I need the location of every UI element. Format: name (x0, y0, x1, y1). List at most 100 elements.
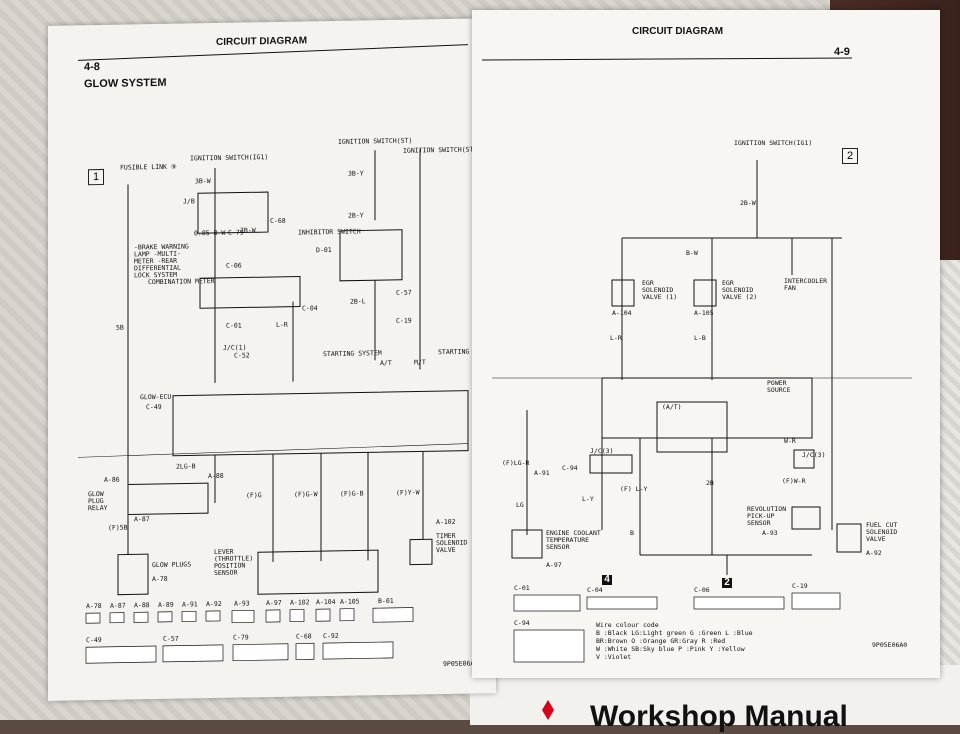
wire-5b: 5B (116, 323, 124, 332)
r-wire-lb: L-B (694, 334, 706, 342)
wire-fg: (F)G (246, 491, 262, 500)
fusible-link-label: FUSIBLE LINK ⑨ (120, 162, 177, 172)
wire-colour-code-row: B :Black LG:Light green G :Green L :Blue (596, 629, 753, 637)
wire-3by: 3B-Y (348, 169, 364, 178)
jb-label: J/B (183, 197, 195, 206)
connector-a87: A-87 (134, 515, 150, 524)
right-page-header: CIRCUIT DIAGRAM (632, 26, 724, 37)
connector-c04: C-04 (302, 304, 318, 313)
wire-lr: L-R (276, 320, 288, 329)
conn-id-a91: A-91 (182, 600, 198, 609)
r-wire-b: B (630, 529, 634, 537)
combination-meter-label: COMBINATION METER (148, 277, 215, 287)
ground-point-4: 4 (602, 575, 612, 585)
wire-colour-code-row: W :White SB:Sky blue P :Pink Y :Yellow (596, 645, 745, 653)
egr-valve-2-label: EGR SOLENOID VALVE (2) (722, 279, 758, 301)
conn-id-c79: C-79 (233, 633, 249, 642)
connector-c01: C-01 (226, 321, 242, 330)
conn-id-a104: A-104 (316, 597, 336, 607)
egr-valve-1-label: EGR SOLENOID VALVE (1) (642, 279, 678, 301)
wire-colour-code-title: Wire colour code (596, 621, 659, 629)
intercooler-fan-label: INTERCOOLER FAN (784, 277, 828, 292)
connector-c06: C-06 (226, 261, 242, 270)
r-connector-a92: A-92 (866, 549, 882, 557)
glow-plug-relay-label: GLOW PLUG RELAY (88, 489, 108, 513)
r-conn-id-c01: C-01 (514, 584, 530, 592)
conn-id-a78: A-78 (86, 601, 102, 611)
wire-fgb: (F)G-B (340, 489, 364, 498)
r-conn-id-c04: C-04 (587, 586, 603, 594)
r-connector-a91: A-91 (534, 469, 550, 477)
r-ign-sw-ig1-label: IGNITION SWITCH(IG1) (734, 139, 813, 147)
mt-label: M/T (414, 358, 426, 367)
wire-colour-code-row: BR:Brown O :Orange GR:Gray R :Red (596, 637, 726, 645)
conn-id-a102: A-102 (290, 598, 310, 607)
r-conn-id-c19: C-19 (792, 582, 808, 590)
connector-c19: C-19 (396, 316, 412, 325)
r-wire-flgr: (F)LG-R (502, 459, 530, 467)
right-page-number: 4-9 (834, 46, 850, 58)
glow-plugs-label: GLOW PLUGS (152, 560, 192, 570)
jc3-label-1: J/C(3) (590, 447, 614, 455)
inhibitor-switch-label: INHIBITOR SWITCH (298, 227, 361, 237)
right-page: CIRCUIT DIAGRAM 4-9 2 (472, 10, 940, 678)
wire-2by: 2B-Y (348, 211, 364, 220)
wire-fb5: (F)5B (108, 523, 128, 532)
power-source-label: POWER SOURCE (767, 379, 791, 394)
at-box-label: (A/T) (662, 403, 682, 411)
ign-sw-st-label-2: IGNITION SWITCH(ST) (403, 145, 478, 155)
left-page: CIRCUIT DIAGRAM 4-8 GLOW SYSTEM 1 (48, 18, 497, 701)
glow-system-wiring (77, 44, 469, 664)
r-connector-c94: C-94 (562, 464, 578, 472)
lever-sensor-label: LEVER (THROTTLE) POSITION SENSOR (214, 547, 254, 578)
r-wire-lr: L-R (610, 334, 622, 342)
connector-d01: D-01 (316, 245, 332, 255)
connector-c49: C-49 (146, 402, 162, 412)
connector-c68: C-68 (270, 216, 286, 226)
ect-sensor-label: ENGINE COOLANT TEMPERATURE SENSOR (546, 529, 601, 551)
wire-3bw: 3B-W (195, 177, 211, 186)
wire-085bw: 0.85 B-W (194, 228, 226, 238)
starting-system-label-1: STARTING SYSTEM (323, 349, 382, 359)
r-wire-lg: LG (516, 501, 524, 509)
r-connector-a105: A-105 (694, 309, 714, 317)
wire-colour-code-row: V :Violet (596, 653, 632, 661)
glow-ecu-label: GLOW-ECU (140, 392, 172, 402)
connector-c79: C-79 (228, 228, 244, 237)
r-connector-a104: A-104 (612, 309, 632, 317)
connector-a86: A-86 (104, 475, 120, 484)
conn-id-a93: A-93 (234, 599, 250, 608)
r-connector-a97: A-97 (546, 561, 562, 569)
conn-id-a105: A-105 (340, 597, 360, 606)
conn-id-a88: A-88 (134, 601, 150, 610)
conn-id-c92: C-92 (323, 631, 339, 641)
conn-id-a87: A-87 (110, 601, 126, 610)
conn-id-a89: A-89 (158, 600, 174, 609)
r-wire-fwr: (F)W-R (782, 477, 806, 485)
r-conn-id-c06: C-06 (694, 586, 710, 594)
r-wire-ly: L-Y (582, 495, 594, 503)
connector-a88: A-88 (208, 471, 224, 481)
r-wire-2b: 2B (706, 479, 714, 487)
r-wire-wr: W-R (784, 437, 796, 445)
wire-fgw: (F)G-W (294, 490, 318, 499)
conn-id-a92: A-92 (206, 599, 222, 609)
conn-id-a97: A-97 (266, 598, 282, 608)
jc3-label-2: J/C(3) (802, 451, 826, 459)
ign-sw-ig1-label: IGNITION SWITCH(IG1) (190, 153, 269, 163)
rev-sensor-label: REVOLUTION PICK-UP SENSOR (747, 505, 787, 527)
ign-sw-st-label-1: IGNITION SWITCH(ST) (338, 136, 413, 146)
connector-c57: C-57 (396, 288, 412, 297)
conn-id-c49: C-49 (86, 635, 102, 645)
r-wire-fly: (F) L-Y (620, 485, 648, 493)
connector-a102: A-102 (436, 517, 456, 527)
wire-fyw: (F)Y-W (396, 488, 420, 497)
wire-2lg-b: 2LG-B (176, 462, 196, 471)
right-page-code: 9P05E06A0 (872, 641, 908, 649)
egr-system-wiring (481, 57, 912, 663)
conn-id-b01: B-01 (378, 596, 394, 606)
workshop-manual-title: Workshop Manual (590, 700, 848, 733)
r-wire-2bw: 2B-W (740, 199, 756, 207)
wire-2bl: 2B-L (350, 297, 366, 306)
conn-id-c57: C-57 (163, 634, 179, 643)
